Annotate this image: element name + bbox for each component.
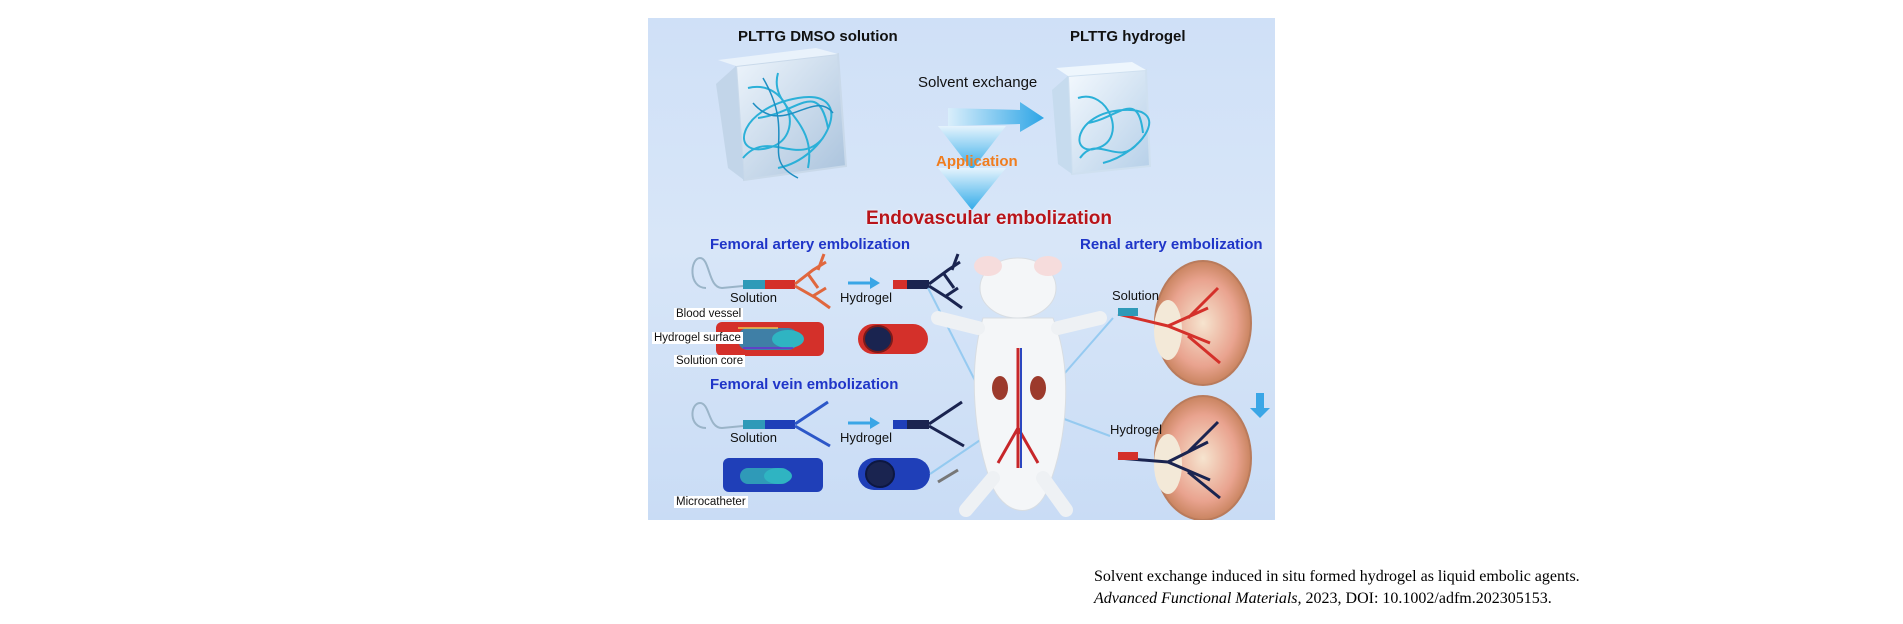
caption-line-2: Advanced Functional Materials, 2023, DOI…	[1094, 588, 1580, 610]
hydrogel-cube-title: PLTTG hydrogel	[1070, 28, 1186, 45]
solution-cube-illustration	[716, 48, 848, 182]
renal-solution-label: Solution	[1112, 288, 1159, 303]
solvent-exchange-label: Solvent exchange	[918, 74, 1038, 91]
femoral-vein-solution-label: Solution	[730, 430, 777, 445]
femoral-artery-schematic	[691, 253, 963, 356]
solvent-exchange-arrow	[948, 102, 1044, 132]
solution-core-label: Solution core	[674, 355, 746, 367]
caption-journal: Advanced Functional Materials,	[1094, 590, 1302, 607]
figure-panel: PLTTG DMSO solution PLTTG hydrogel Solve…	[648, 18, 1275, 520]
femoral-vein-hydrogel-label: Hydrogel	[840, 430, 893, 445]
renal-down-arrow	[1250, 393, 1270, 418]
renal-artery-title: Renal artery embolization	[1080, 236, 1263, 253]
application-label: Application	[936, 153, 1018, 170]
figure-caption: Solvent exchange induced in situ formed …	[1094, 566, 1580, 610]
rat-illustration	[931, 256, 1107, 517]
microcatheter-label: Microcatheter	[674, 496, 748, 508]
kidney-solution-illustration	[1117, 260, 1252, 386]
solution-cube-title: PLTTG DMSO solution	[738, 28, 898, 45]
femoral-artery-hydrogel-label: Hydrogel	[840, 290, 893, 305]
caption-details: 2023, DOI: 10.1002/adfm.202305153.	[1301, 590, 1552, 607]
caption-line-1: Solvent exchange induced in situ formed …	[1094, 568, 1580, 585]
main-title: Endovascular embolization	[866, 208, 1112, 229]
femoral-vein-schematic	[691, 400, 965, 492]
femoral-artery-solution-label: Solution	[730, 290, 777, 305]
kidney-hydrogel-illustration	[1117, 395, 1252, 520]
renal-hydrogel-label: Hydrogel	[1110, 422, 1163, 437]
femoral-vein-title: Femoral vein embolization	[710, 376, 899, 393]
blood-vessel-label: Blood vessel	[674, 308, 744, 320]
application-arrow	[938, 126, 1006, 210]
femoral-artery-title: Femoral artery embolization	[710, 236, 911, 253]
hydrogel-cube-illustration	[1052, 62, 1152, 176]
figure-artwork	[691, 48, 1270, 520]
hydrogel-surface-label: Hydrogel surface	[652, 332, 743, 344]
